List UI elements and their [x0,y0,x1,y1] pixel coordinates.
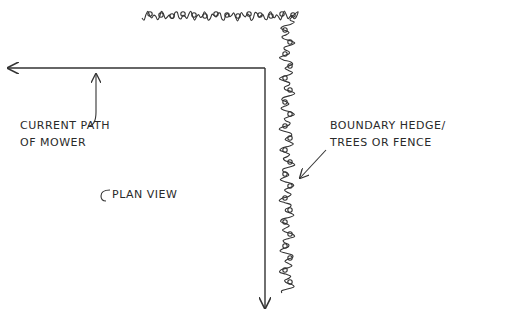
hedge-curl [283,268,287,272]
hedge-curl [283,220,287,224]
view-label: PLAN VIEW [112,186,212,203]
hedge-curl [247,12,251,16]
hedge-curl [288,112,292,116]
hedge-curl [214,12,218,16]
mower-path [264,68,265,308]
hedge-curl [280,12,284,16]
hedge-curl [159,13,163,17]
hedge-curl [288,160,292,164]
hedge-curl [288,184,292,188]
mower-path [8,67,265,68]
hedge-curl [236,14,240,18]
hedge-curl [283,76,287,80]
hedge-curl [288,40,292,44]
hedge-curl [203,14,207,18]
hedge-outline [142,11,298,293]
hedge-curl [288,136,292,140]
hedge-curl [258,13,262,17]
bracket-mark [101,190,110,201]
hedge-curl [283,196,287,200]
hedge-curl [288,64,292,68]
hedge-label: BOUNDARY HEDGE/ TREES OR FENCE [330,117,450,151]
hedge-curl [283,52,287,56]
leader-line [300,150,326,178]
hedge-curl [269,14,273,18]
hedge-curl [283,148,287,152]
hedge-curl [283,244,287,248]
hedge-curl [288,256,292,260]
hedge-curl [283,172,287,176]
hedge-curl [148,12,152,16]
path-label: CURRENT PATH OF MOWER [20,117,120,151]
hedge-curl [288,208,292,212]
hedge-curl [288,280,292,284]
hedge-curl [283,100,287,104]
hedge-curl [283,124,287,128]
hedge-curl [170,14,174,18]
hedge-curl [288,232,292,236]
hedge-curl [288,88,292,92]
hedge-curl [291,13,295,17]
hedge-curl [283,28,287,32]
hedge-curl [225,13,229,17]
hedge-curl [192,13,196,17]
boundary-hedge [142,11,298,293]
hedge-curl [181,12,185,16]
leader-line [88,74,96,126]
